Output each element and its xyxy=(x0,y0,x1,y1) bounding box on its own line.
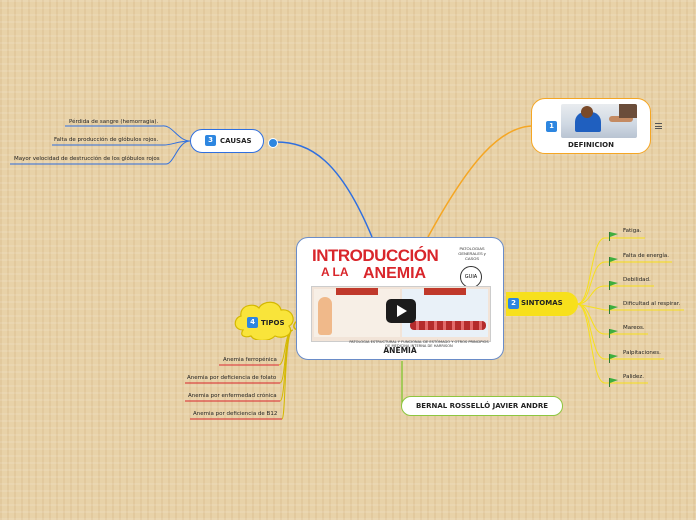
green-flag-icon xyxy=(609,354,618,363)
play-icon[interactable] xyxy=(386,299,416,323)
topic-number-badge: 1 xyxy=(546,121,557,132)
poster-footer: PATOLOGIA ESTRUCTURAL Y FUNCIONAL DE EST… xyxy=(349,340,489,348)
topic-label-causas: CAUSAS xyxy=(220,137,252,145)
sintoma-item[interactable]: Falta de energía. xyxy=(608,251,669,270)
topic-definicion[interactable]: 1 DEFINICION xyxy=(531,98,651,154)
central-topic-title: ANEMIA xyxy=(383,346,417,355)
poster-side-text: PATOLOGIAS GENERALES y CASOS xyxy=(458,246,486,261)
topic-author[interactable]: BERNAL ROSSELLÓ JAVIER ANDRE xyxy=(401,396,563,416)
topic-number-badge: 4 xyxy=(247,317,258,328)
poster-badge: GUIA xyxy=(460,266,482,288)
tipo-item[interactable]: Anemia por enfermedad crónica xyxy=(188,393,277,399)
causa-item[interactable]: Falta de producción de glóbulos rojos. xyxy=(54,137,159,143)
green-flag-icon xyxy=(609,281,618,290)
causa-item[interactable]: Pérdida de sangre (hemorragia). xyxy=(69,119,159,125)
green-flag-icon xyxy=(609,232,618,241)
central-video-thumbnail[interactable]: INTRODUCCIÓN A LA ANEMIA PATOLOGIAS GENE… xyxy=(309,244,491,348)
sintoma-label: Debilidad. xyxy=(623,277,651,283)
definicion-image xyxy=(561,104,637,138)
green-flag-icon xyxy=(609,378,618,387)
sintoma-item[interactable]: Mareos. xyxy=(608,323,645,342)
topic-label-tipos: TIPOS xyxy=(261,319,285,327)
link-icon[interactable] xyxy=(268,138,278,148)
green-flag-icon xyxy=(609,257,618,266)
sintoma-item[interactable]: Palidez. xyxy=(608,372,644,391)
sintoma-label: Dificultad al respirar. xyxy=(623,301,681,307)
cloud-shape xyxy=(234,301,294,340)
topic-sintomas[interactable]: 2 SINTOMAS xyxy=(506,292,578,316)
tipo-item[interactable]: Anemia ferropénica xyxy=(223,357,277,363)
green-flag-icon xyxy=(609,305,618,314)
topic-label-sintomas: SINTOMAS xyxy=(521,299,563,307)
poster-heading: INTRODUCCIÓN xyxy=(312,246,439,265)
sintoma-item[interactable]: Palpitaciones. xyxy=(608,348,661,367)
author-name: BERNAL ROSSELLÓ JAVIER ANDRE xyxy=(415,402,549,410)
sintoma-item[interactable]: Debilidad. xyxy=(608,275,651,294)
poster-illustration xyxy=(311,286,491,342)
central-topic[interactable]: INTRODUCCIÓN A LA ANEMIA PATOLOGIAS GENE… xyxy=(296,237,504,360)
sintoma-label: Mareos. xyxy=(623,325,645,331)
green-flag-icon xyxy=(609,329,618,338)
sintoma-label: Fatiga. xyxy=(623,228,642,234)
notes-icon[interactable] xyxy=(655,123,662,129)
topic-tipos[interactable]: 4 TIPOS xyxy=(231,300,297,340)
sintoma-item[interactable]: Fatiga. xyxy=(608,226,641,245)
sintoma-item[interactable]: Dificultad al respirar. xyxy=(608,299,680,318)
topic-number-badge: 2 xyxy=(508,298,519,309)
tipo-item[interactable]: Anemia por deficiencia de B12 xyxy=(193,411,278,417)
poster-heading-sub: A LA xyxy=(321,265,349,279)
causa-item[interactable]: Mayor velocidad de destrucción de los gl… xyxy=(14,156,160,162)
topic-number-badge: 3 xyxy=(205,135,216,146)
tipo-item[interactable]: Anemia por deficiencia de folato xyxy=(187,375,277,381)
topic-label-definicion: DEFINICION xyxy=(568,141,614,149)
topic-causas[interactable]: 3 CAUSAS xyxy=(190,129,264,153)
sintoma-label: Palpitaciones. xyxy=(623,350,661,356)
sintoma-label: Falta de energía. xyxy=(623,253,670,259)
sintoma-label: Palidez. xyxy=(623,374,645,380)
poster-heading-main: ANEMIA xyxy=(363,265,427,282)
